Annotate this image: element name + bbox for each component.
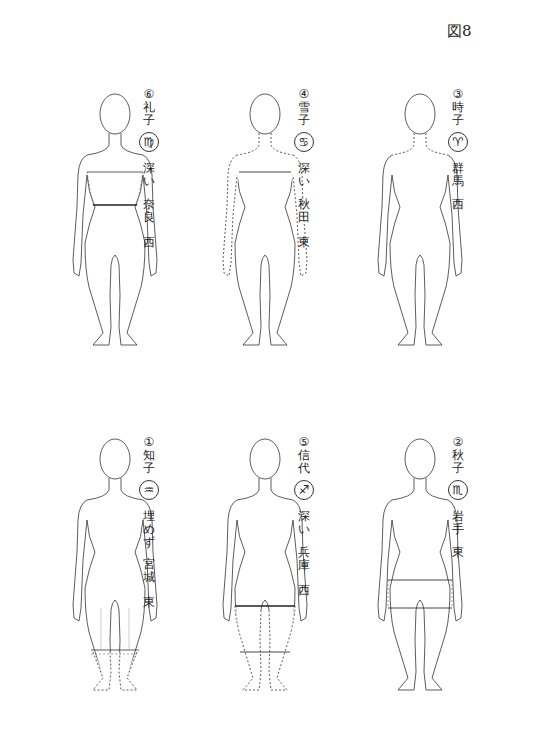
annotation: 深い [298,162,310,188]
annotation: 秋田 [298,198,310,224]
person-name: ⑥礼子 [143,88,155,128]
figure-title: 図8 [447,22,472,41]
person-name: ④雪子 [298,88,310,128]
zodiac-symbol: ♍ [139,132,159,152]
annotation: 深い [298,510,310,536]
annotation: 兵庫 [298,546,310,572]
annotation: 西 [298,584,310,597]
annotation: 東 [143,596,155,609]
annotation: 東 [452,546,464,559]
annotation: 西 [452,198,464,211]
zodiac-symbol: ♏ [448,480,468,500]
person-name: ②秋子 [452,436,464,476]
annotation: 宮城 [143,558,155,584]
person-name: ①知子 [143,436,155,476]
annotation: 奈良 [143,198,155,224]
annotation: 東 [298,236,310,249]
person-name: ⑤信代 [298,436,310,476]
zodiac-symbol: ♋ [294,132,314,152]
annotation: 深い [143,162,155,188]
annotation: 西 [143,236,155,249]
annotation: 埋めず [143,510,155,550]
zodiac-symbol: ♈ [448,132,468,152]
zodiac-symbol: ♒ [139,480,159,500]
zodiac-symbol: ♐ [294,480,314,500]
annotation: 群馬 [452,162,464,188]
person-name: ③時子 [452,88,464,128]
annotation: 岩手 [452,510,464,536]
